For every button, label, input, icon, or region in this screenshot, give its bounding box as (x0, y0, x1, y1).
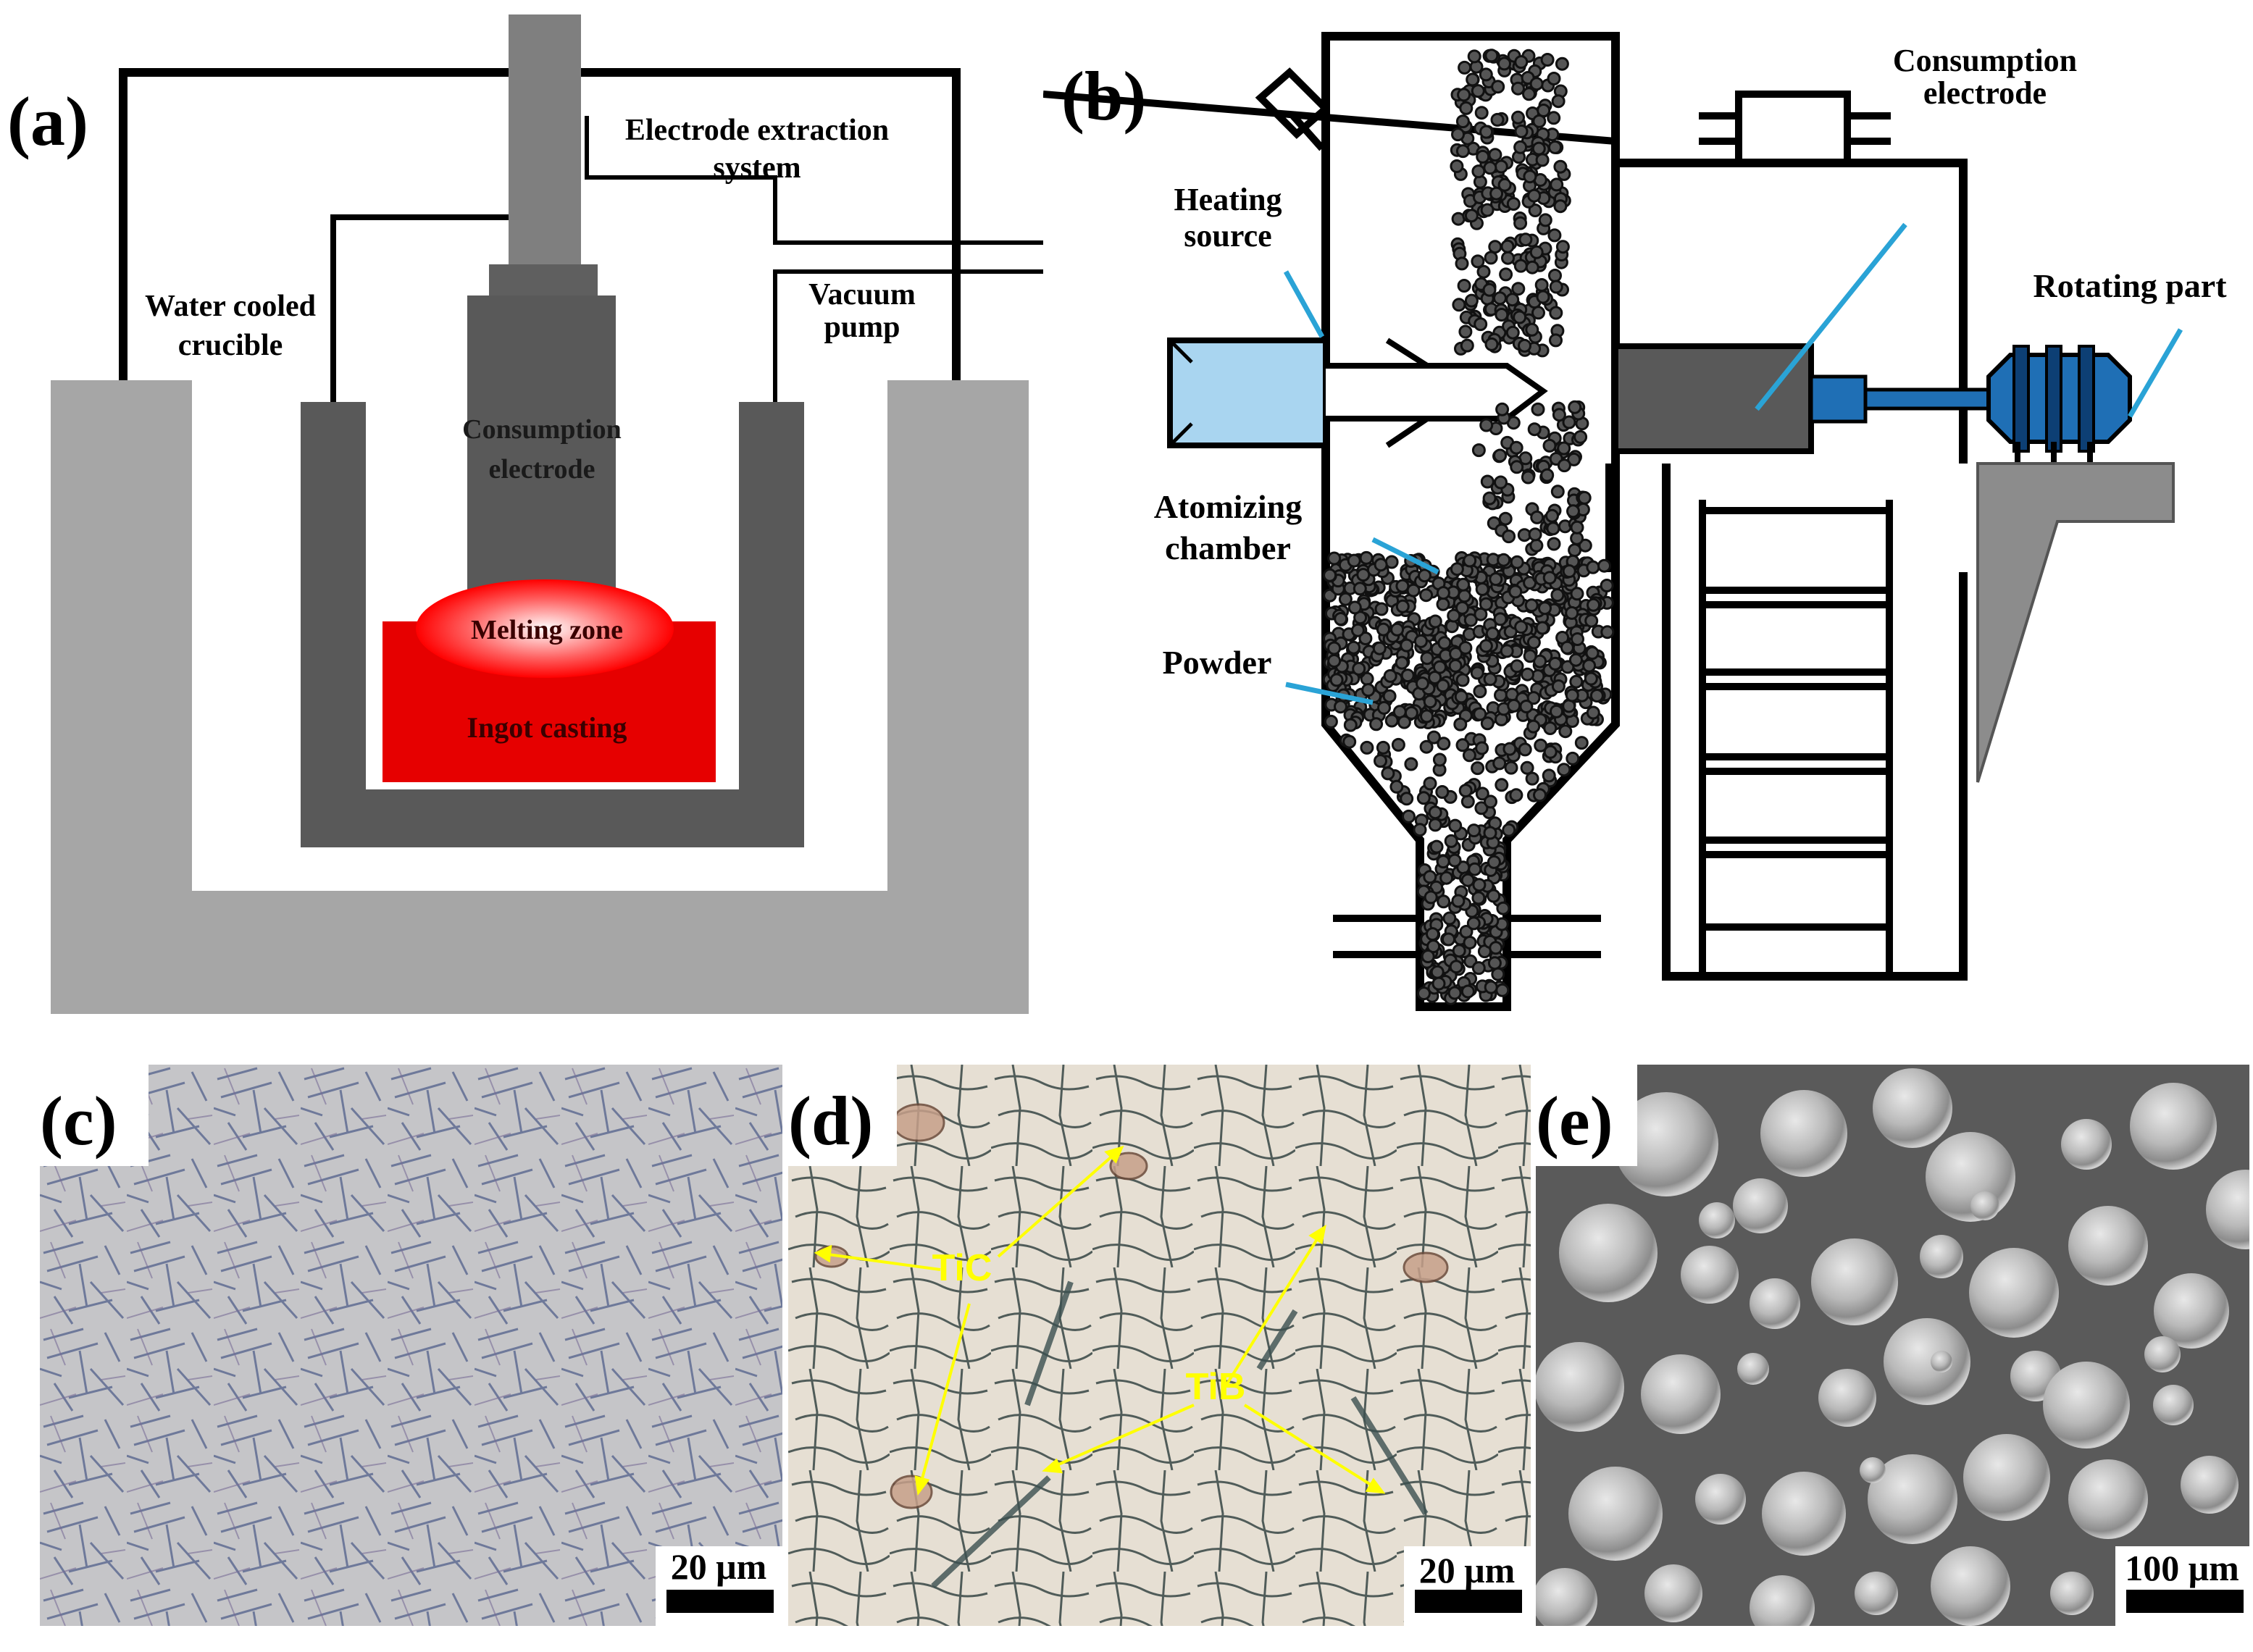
label-electrode-b: electrode (1923, 75, 2047, 111)
label-pump: pump (824, 311, 900, 344)
powder-sphere (1963, 1434, 2050, 1521)
powder-sphere (1568, 1467, 1663, 1561)
panel-label-a: (a) (7, 83, 88, 160)
powder-sphere (2061, 1119, 2112, 1170)
powder-sphere (1737, 1353, 1769, 1385)
powder-sphere (1750, 1575, 1815, 1626)
support-bracket (1976, 462, 2175, 783)
powder-sphere (2068, 1459, 2148, 1539)
powder-sphere (1969, 1248, 2059, 1338)
inner-crucible (301, 402, 804, 847)
scale-bar-label-e: 100 μm (2125, 1548, 2239, 1588)
rotating-part (1986, 345, 2132, 471)
powder-sphere (1970, 1191, 1999, 1220)
powder-sphere (1733, 1178, 1788, 1233)
melting-zone (416, 579, 674, 678)
label-chamber: chamber (1165, 529, 1291, 566)
micrograph-c (40, 1065, 782, 1626)
powder-sphere (2154, 1273, 2229, 1349)
panel-d: (d) TiC TiB 20 μm (788, 1065, 1531, 1626)
label-crucible: crucible (178, 329, 283, 362)
powder-sphere (1762, 1472, 1846, 1556)
powder-sphere (1860, 1457, 1886, 1483)
panel-e: (e) 100 μm (1536, 1065, 2249, 1626)
powder-sphere (1559, 1204, 1658, 1302)
label-consumption: Consumption (462, 414, 622, 445)
scale-bar-label-d: 20 μm (1419, 1550, 1516, 1590)
powder-sphere (1614, 1092, 1718, 1196)
powder-sphere (1750, 1278, 1800, 1329)
powder-sphere (2144, 1336, 2181, 1372)
water-cooled-crucible (51, 380, 1029, 1014)
consumption-electrode (467, 295, 616, 625)
panel-label-c: (c) (40, 1082, 117, 1160)
powder-sphere (2206, 1170, 2249, 1249)
label-tib: TiB (1186, 1366, 1246, 1408)
label-electrode-extraction: Electrode extraction (625, 114, 889, 147)
powder-sphere (2130, 1083, 2217, 1170)
powder-sphere (2181, 1456, 2239, 1514)
label-ingot-casting: Ingot casting (467, 711, 627, 744)
powder-sphere (1760, 1090, 1847, 1177)
powder-sphere (2043, 1362, 2130, 1448)
panel-label-d: (d) (788, 1082, 873, 1160)
powder-sphere (1855, 1572, 1898, 1615)
powder-sphere (1699, 1202, 1735, 1238)
powder-sphere (1868, 1454, 1957, 1544)
panel-label-e: (e) (1536, 1082, 1613, 1160)
label-tic: TiC (932, 1247, 992, 1289)
powder-sphere (1536, 1568, 1597, 1626)
powder-sphere (1536, 1342, 1624, 1432)
label-atomizing: Atomizing (1154, 488, 1302, 525)
powder-particles (1322, 49, 1615, 1005)
scale-bar-c (666, 1590, 774, 1613)
scale-bar-e (2126, 1590, 2244, 1613)
consumption-electrode-b (1613, 343, 1814, 454)
electrode-housing (1615, 159, 1968, 464)
scale-bar-label-c: 20 μm (671, 1546, 767, 1587)
powder-sphere (1681, 1246, 1739, 1304)
micrograph-d (788, 1065, 1531, 1626)
powder-sphere (2068, 1206, 2148, 1286)
powder-sphere (2050, 1572, 2094, 1615)
powder-sphere (1931, 1546, 2010, 1626)
label-electrode: electrode (489, 454, 595, 485)
label-rotating-part: Rotating part (2033, 267, 2227, 304)
powder-sphere (1884, 1318, 1970, 1405)
label-water-cooled: Water cooled (145, 290, 316, 323)
powder-sphere (1641, 1354, 1721, 1434)
label-electrode-extraction-2: system (713, 151, 801, 185)
powder-sphere (1931, 1351, 1952, 1372)
panel-c: (c) 20 μm (40, 1065, 782, 1626)
panel-a: (a) Electrode extraction system Water co… (0, 0, 1043, 1028)
heating-source (1167, 337, 1548, 448)
label-heating: Heating (1174, 182, 1282, 217)
panel-b: (b) (1043, 0, 2253, 1028)
powder-sphere (1695, 1474, 1746, 1525)
label-melting-zone: Melting zone (471, 615, 623, 645)
powder-sphere (1644, 1564, 1702, 1622)
label-vacuum: Vacuum (808, 278, 916, 311)
label-powder: Powder (1163, 644, 1272, 681)
powder-sphere (2153, 1385, 2194, 1425)
powder-sphere (1920, 1235, 1963, 1278)
ladder (1699, 500, 1893, 976)
powder-sphere (1811, 1238, 1898, 1325)
scale-bar-d (1415, 1590, 1522, 1613)
powder-sphere (1818, 1369, 1876, 1427)
label-source: source (1184, 218, 1271, 253)
powder-sphere (1926, 1132, 2015, 1222)
powder-sphere (1873, 1068, 1952, 1148)
label-consumption-b: Consumption (1893, 43, 2077, 78)
